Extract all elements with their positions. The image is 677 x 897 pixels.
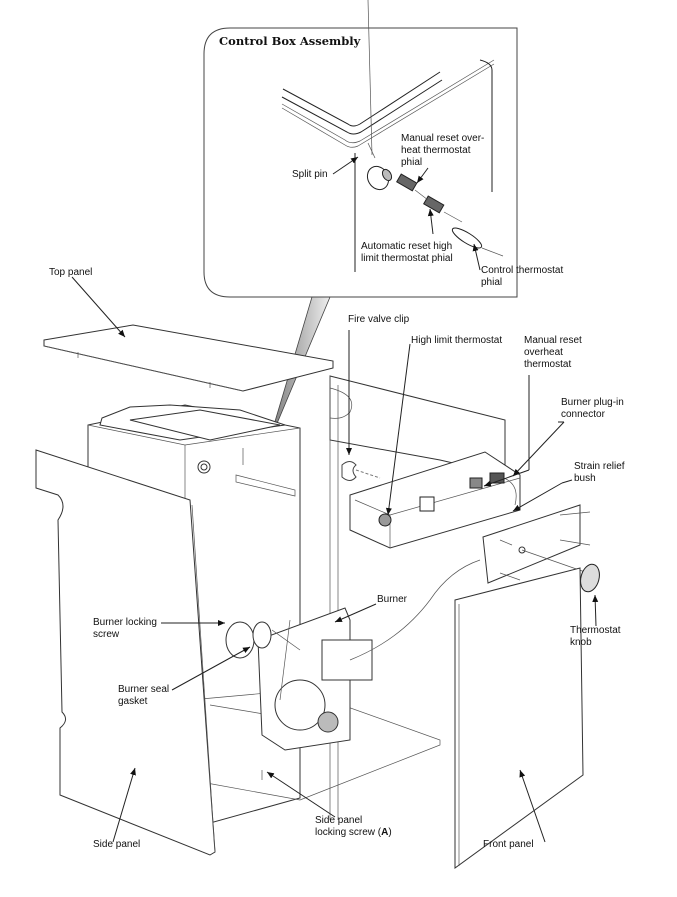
burner-label: Burner: [377, 594, 408, 605]
side-panel-drawing: [35, 449, 216, 856]
fire-valve-clip-label: Fire valve clip: [348, 314, 410, 325]
high-limit-thermostat-part: [378, 513, 392, 527]
front-panel-drawing: [454, 567, 584, 869]
side-panel-locking-screw-label: Side panel locking screw (A): [315, 815, 392, 838]
burner-drawing: [225, 559, 481, 780]
auto-reset-phial-coil: [423, 195, 445, 214]
burner-locking-screw-label: Burner locking screw: [93, 617, 157, 640]
fire-valve-clip-part: [341, 461, 357, 481]
strain-relief-bush-label: Strain relief bush: [574, 461, 625, 484]
manual-reset-phial-label: Manual reset over- heat thermostat phial: [401, 133, 485, 168]
manual-reset-part: [469, 477, 483, 489]
side-panel-label: Side panel: [93, 839, 141, 850]
burner-seal-gasket-label: Burner seal gasket: [118, 684, 170, 707]
thermostat-knob-label: Thermostat knob: [570, 625, 621, 648]
thermostat-knob-part: [580, 563, 600, 593]
control-fascia-drawing: [482, 504, 600, 593]
auto-reset-phial-label: Automatic reset high limit thermostat ph…: [361, 241, 453, 264]
top-panel-label: Top panel: [49, 267, 93, 278]
control-box-drawing: [341, 451, 521, 549]
high-limit-thermostat-label: High limit thermostat: [411, 335, 503, 346]
top-panel-drawing: [43, 324, 334, 392]
control-thermostat-phial: [451, 227, 483, 249]
burner-plug-connector-label: Burner plug-in connector: [561, 397, 624, 420]
control-phial-label: Control thermostat phial: [481, 265, 564, 288]
split-pin: [367, 142, 376, 159]
split-pin: [367, 0, 373, 156]
manual-reset-overheat-label: Manual reset overheat thermostat: [524, 335, 582, 370]
split-pin-label: Split pin: [292, 169, 328, 180]
rear-panel-drawing: [329, 375, 506, 820]
inset-phials: [366, 0, 504, 257]
front-panel-label: Front panel: [483, 839, 534, 850]
inset-frame: [203, 27, 518, 298]
inset-control-box-corner: [281, 59, 495, 272]
inset-title: Control Box Assembly: [219, 34, 361, 48]
manual-reset-phial-coil: [396, 173, 418, 192]
